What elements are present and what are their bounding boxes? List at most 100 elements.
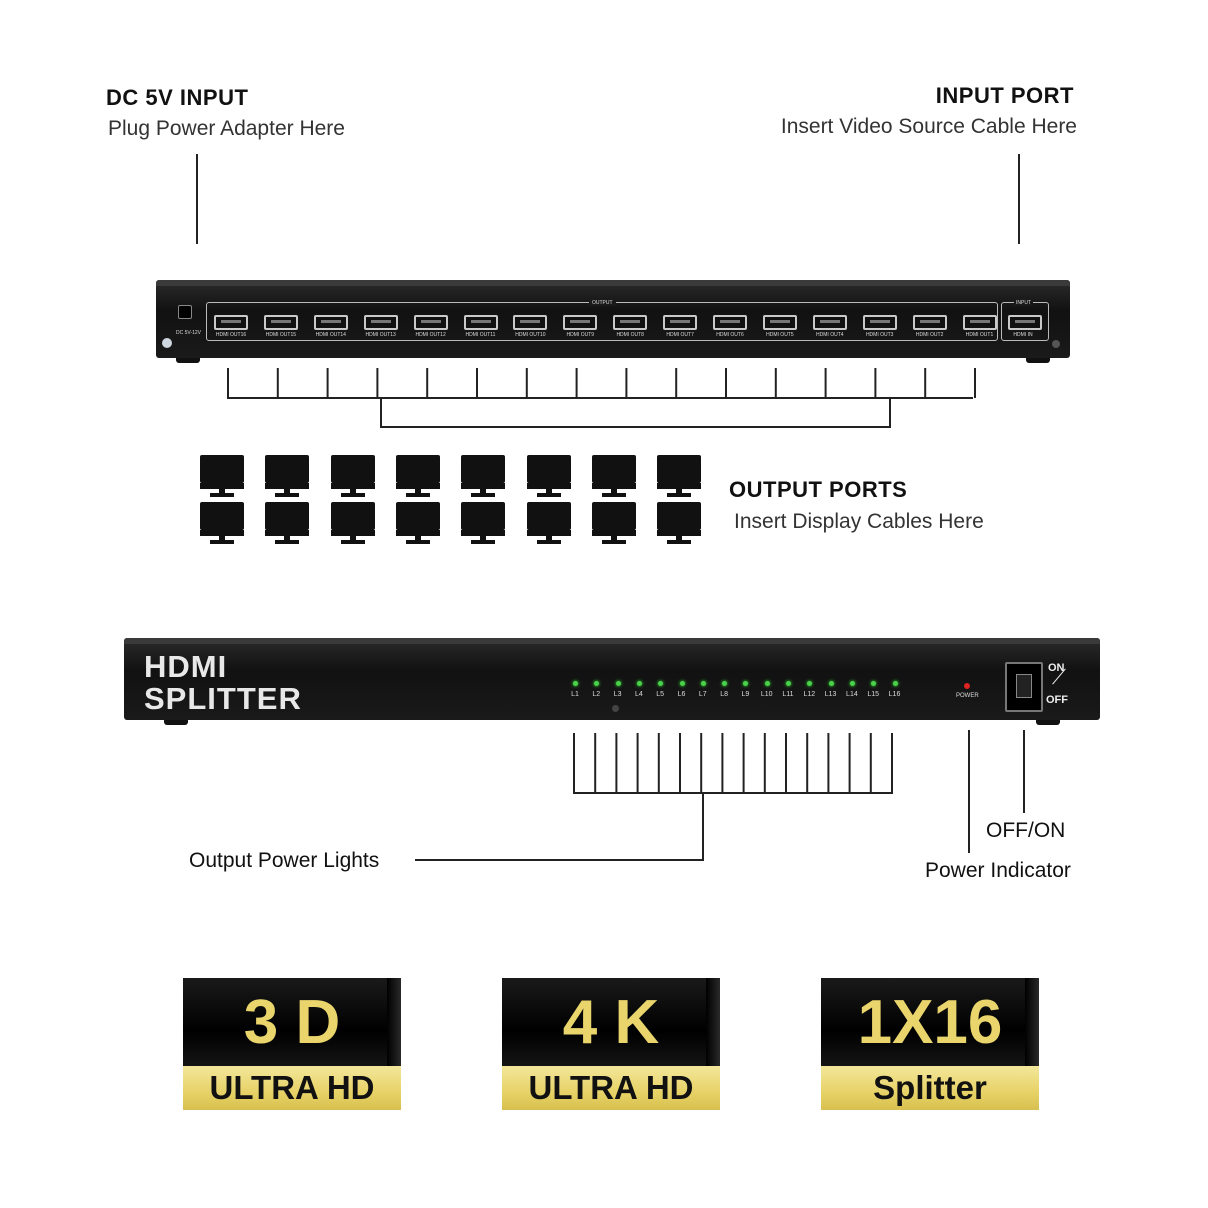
monitor-icon — [265, 502, 310, 546]
hdmi-output-port-label: HDMI OUT6 — [716, 332, 744, 338]
output-bracket-lines — [227, 368, 976, 428]
hdmi-output-port[interactable] — [313, 315, 348, 330]
front-foot-right — [1036, 720, 1060, 725]
power-indicator-label: Power Indicator — [925, 859, 1071, 882]
output-led — [679, 681, 685, 686]
hdmi-output-port[interactable] — [513, 315, 548, 330]
output-led — [743, 681, 749, 686]
hdmi-output-port[interactable] — [413, 315, 448, 330]
badge-1x16-big: 1X16 — [857, 988, 1003, 1057]
output-led — [615, 681, 621, 686]
hdmi-output-port[interactable] — [363, 315, 398, 330]
output-led — [871, 681, 877, 686]
splitter-rear-panel: DC 5V-12V OUTPUT INPUT HDMI IN HDMI OUT1… — [156, 280, 1070, 363]
output-led-label: L5 — [656, 691, 665, 698]
output-led — [658, 681, 664, 686]
power-label: POWER — [956, 693, 979, 699]
output-led — [786, 681, 791, 686]
monitor-icon — [265, 455, 310, 499]
monitor-icon — [330, 502, 375, 546]
front-foot-left — [164, 720, 188, 725]
hdmi-output-port-label: HDMI OUT8 — [616, 332, 644, 338]
front-panel-top-edge — [124, 638, 1100, 644]
output-led — [764, 681, 770, 686]
power-switch-rocker[interactable] — [1016, 674, 1032, 698]
badge-3d-big: 3 D — [243, 988, 341, 1057]
output-led-label: L2 — [592, 691, 601, 698]
badge-4k-big: 4 K — [562, 988, 660, 1057]
power-switch[interactable] — [1005, 662, 1043, 712]
switch-off-label: OFF — [1046, 694, 1068, 706]
hdmi-output-port-label: HDMI OUT1 — [965, 332, 994, 338]
hdmi-output-port[interactable] — [263, 315, 298, 330]
monitor-icon — [526, 502, 571, 546]
hdmi-output-port-label: HDMI OUT5 — [766, 332, 794, 338]
hdmi-output-port-label: HDMI OUT14 — [315, 332, 346, 338]
monitor-icon — [526, 455, 571, 499]
hdmi-output-port-label: HDMI OUT7 — [666, 332, 694, 338]
hdmi-output-port-label: HDMI OUT4 — [816, 332, 844, 338]
switch-on-label: ON — [1048, 662, 1065, 674]
hdmi-output-port[interactable] — [762, 315, 797, 330]
monitor-icon — [461, 502, 506, 546]
hdmi-output-port-label: HDMI OUT13 — [365, 332, 396, 338]
hdmi-output-port[interactable] — [962, 315, 997, 330]
output-led — [807, 681, 813, 686]
dc-jack-label: DC 5V-12V — [176, 330, 202, 336]
badge-1x16-small: Splitter — [873, 1069, 987, 1106]
output-led — [722, 681, 728, 686]
output-led — [849, 681, 855, 686]
hdmi-output-port[interactable] — [214, 315, 248, 330]
input-port-title: INPUT PORT — [935, 83, 1074, 108]
rear-screw — [1052, 340, 1060, 348]
output-led-label: L12 — [803, 691, 816, 698]
output-led-label: L1 — [571, 691, 579, 698]
hdmi-output-port[interactable] — [463, 315, 498, 330]
hdmi-output-port[interactable] — [862, 315, 897, 330]
output-led — [700, 681, 706, 686]
output-led-label: L8 — [720, 691, 728, 698]
hdmi-output-port[interactable] — [663, 315, 698, 330]
output-led-label: L15 — [867, 691, 880, 698]
hdmi-input-port[interactable] — [1008, 315, 1042, 330]
output-led — [594, 681, 600, 686]
input-port-leader-line — [1018, 154, 1020, 244]
hdmi-output-port[interactable] — [912, 315, 947, 330]
badge-3d: 3 D ULTRA HD — [183, 978, 401, 1110]
output-lights-label: Output Power Lights — [189, 849, 380, 872]
badge-4k-small: ULTRA HD — [528, 1069, 694, 1106]
hdmi-output-port[interactable] — [613, 315, 648, 330]
rear-foot-left — [176, 358, 200, 363]
input-group-label: INPUT — [1014, 300, 1033, 306]
badge-4k: 4 K ULTRA HD — [502, 978, 720, 1110]
front-title-line2: SPLITTER — [144, 681, 302, 716]
output-ports-subtitle: Insert Display Cables Here — [734, 510, 984, 533]
hdmi-output-port-label: HDMI OUT2 — [915, 332, 944, 338]
front-screw — [612, 705, 619, 712]
badge-1x16: 1X16 Splitter — [821, 978, 1039, 1110]
hdmi-output-port[interactable] — [713, 315, 747, 330]
power-indicator-led — [964, 683, 970, 689]
badge-3d-small: ULTRA HD — [209, 1069, 375, 1106]
output-led-label: L6 — [677, 691, 686, 698]
monitor-icon — [591, 502, 636, 546]
dc-jack — [178, 305, 192, 319]
monitor-icon — [330, 455, 375, 499]
monitor-icon — [461, 455, 506, 499]
hdmi-output-port[interactable] — [563, 315, 598, 330]
monitor-icon — [200, 455, 244, 499]
monitor-icon — [657, 502, 702, 546]
output-ports-title: OUTPUT PORTS — [729, 477, 908, 502]
output-led-label: L10 — [760, 691, 773, 698]
monitor-icon — [395, 455, 440, 499]
output-led-label: L13 — [824, 691, 837, 698]
hdmi-output-port[interactable] — [812, 315, 847, 330]
output-led — [828, 681, 834, 686]
input-port-subtitle: Insert Video Source Cable Here — [780, 115, 1077, 138]
rear-panel-top-edge — [156, 280, 1070, 286]
output-led-label: L16 — [888, 691, 901, 698]
hdmi-output-port-label: HDMI OUT10 — [515, 332, 546, 338]
front-title-line1: HDMI — [144, 649, 228, 684]
hdmi-output-port-label: HDMI OUT15 — [265, 332, 297, 338]
